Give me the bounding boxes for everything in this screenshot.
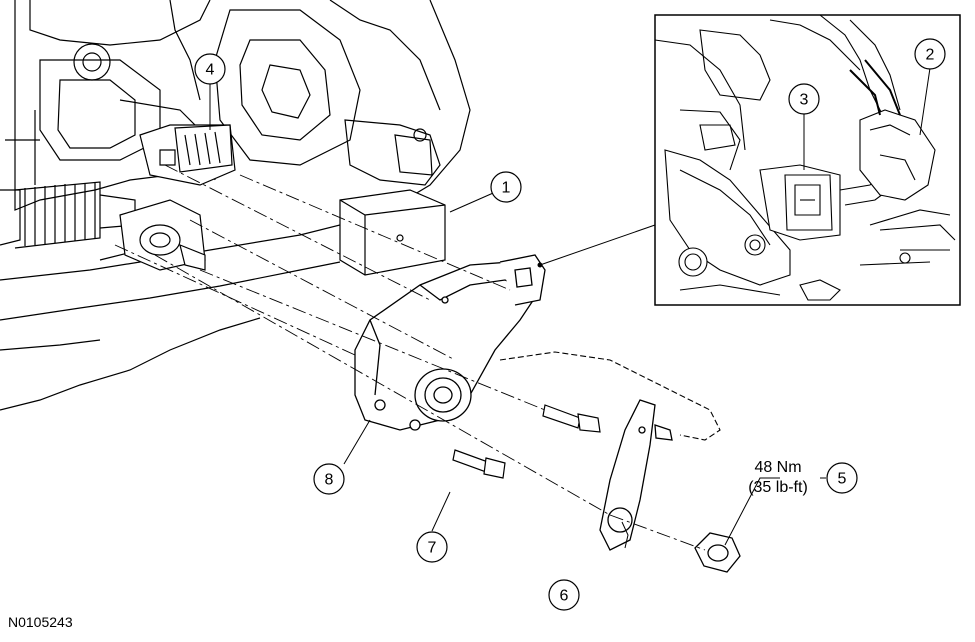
callout-7-label: 7	[428, 540, 437, 557]
callout-4-label: 4	[206, 62, 215, 79]
figure-id: N0105243	[8, 614, 73, 630]
callout-2: 2	[914, 38, 946, 70]
callout-5-label: 5	[838, 471, 847, 488]
transmission-case	[0, 0, 471, 411]
callout-6-label: 6	[560, 588, 569, 605]
callout-3: 3	[788, 83, 820, 115]
alignment-centerlines	[114, 164, 706, 551]
connector-part-4	[139, 124, 236, 186]
callout-5: 5	[826, 462, 858, 494]
callout-1-label: 1	[502, 180, 511, 197]
inset-detail	[654, 14, 961, 306]
range-sensor-part-8	[354, 254, 546, 431]
torque-imperial: (35 lb-ft)	[748, 479, 808, 496]
callout-6: 6	[548, 579, 580, 611]
manual-shaft	[119, 199, 206, 271]
harness-wire	[499, 351, 721, 441]
callout-4: 4	[194, 53, 226, 85]
bolt-lower	[452, 449, 506, 479]
callout-7: 7	[416, 531, 448, 563]
bracket-part-1	[339, 189, 446, 276]
callout-1: 1	[490, 171, 522, 203]
torque-metric: 48 Nm	[754, 459, 801, 476]
inset-leader	[537, 224, 656, 268]
manual-lever-part-6	[599, 399, 673, 551]
nut-part-5	[694, 532, 741, 573]
callout-3-label: 3	[800, 92, 809, 109]
bolt-upper	[542, 404, 601, 433]
callout-8: 8	[313, 463, 345, 495]
callout-2-label: 2	[926, 47, 935, 64]
callout-8-label: 8	[325, 472, 334, 489]
torque-spec: 48 Nm (35 lb-ft)	[748, 459, 808, 496]
callout-leaders	[209, 67, 931, 549]
shift-cable-boot	[14, 181, 136, 249]
